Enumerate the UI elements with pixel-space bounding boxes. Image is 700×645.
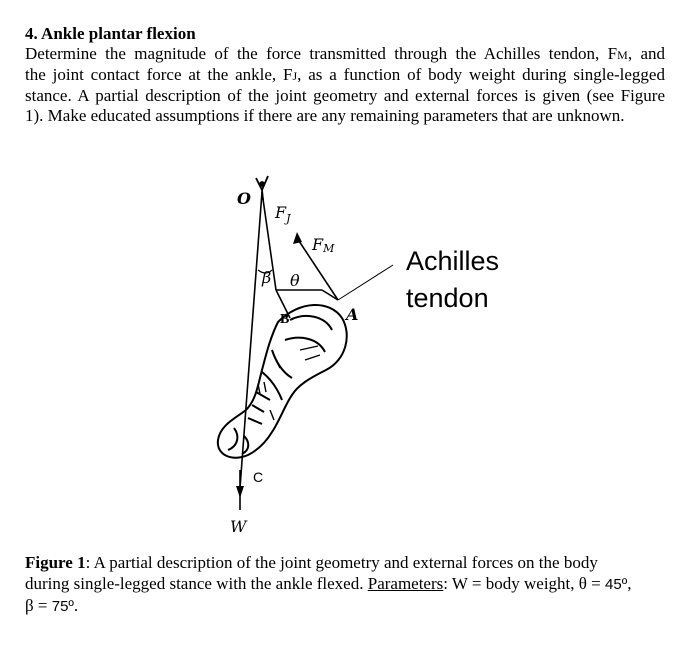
joint-force-line: [261, 191, 277, 291]
label-w: W: [230, 517, 248, 536]
caption-line-1: Figure 1: A partial description of the j…: [25, 553, 598, 572]
problem-heading: 4. Ankle plantar flexion: [25, 24, 196, 43]
label-c: C: [253, 469, 263, 485]
achilles-force-line: [296, 237, 339, 301]
foot-bone-marks: [257, 345, 321, 421]
problem-line-1: Determine the magnitude of the force tra…: [25, 44, 665, 63]
fm-arrowhead: [293, 232, 302, 244]
parameters-label: Parameters: [367, 574, 444, 593]
label-o: O: [237, 189, 251, 208]
tendon-pointer-line: [337, 264, 394, 301]
problem-line-4: 1). Make educated assumptions if there a…: [25, 106, 625, 125]
achilles-tendon-label-line-1: Achilles: [406, 246, 499, 276]
force-lines: [239, 191, 394, 489]
problem-line-3: stance. A partial description of the joi…: [25, 86, 665, 105]
figure-caption: Figure 1: A partial description of the j…: [25, 552, 670, 617]
achilles-tendon-label-line-2: tendon: [406, 283, 489, 313]
problem-line-2: the joint contact force at the ankle, FJ…: [25, 65, 665, 84]
label-a: A: [344, 305, 358, 324]
label-fm: FM: [311, 235, 335, 255]
label-beta: β: [261, 268, 271, 287]
foot-outline: [216, 304, 348, 459]
label-fj: FJ: [274, 203, 291, 225]
label-b: B: [280, 312, 289, 327]
vertical-line-oc: [239, 191, 263, 489]
beta-arc: [257, 269, 273, 274]
caption-line-2: during single-legged stance with the ank…: [25, 574, 632, 593]
label-theta: θ: [290, 271, 300, 290]
caption-line-3: β = 75º.: [25, 596, 79, 615]
problem-statement: Determine the magnitude of the force tra…: [25, 44, 665, 126]
